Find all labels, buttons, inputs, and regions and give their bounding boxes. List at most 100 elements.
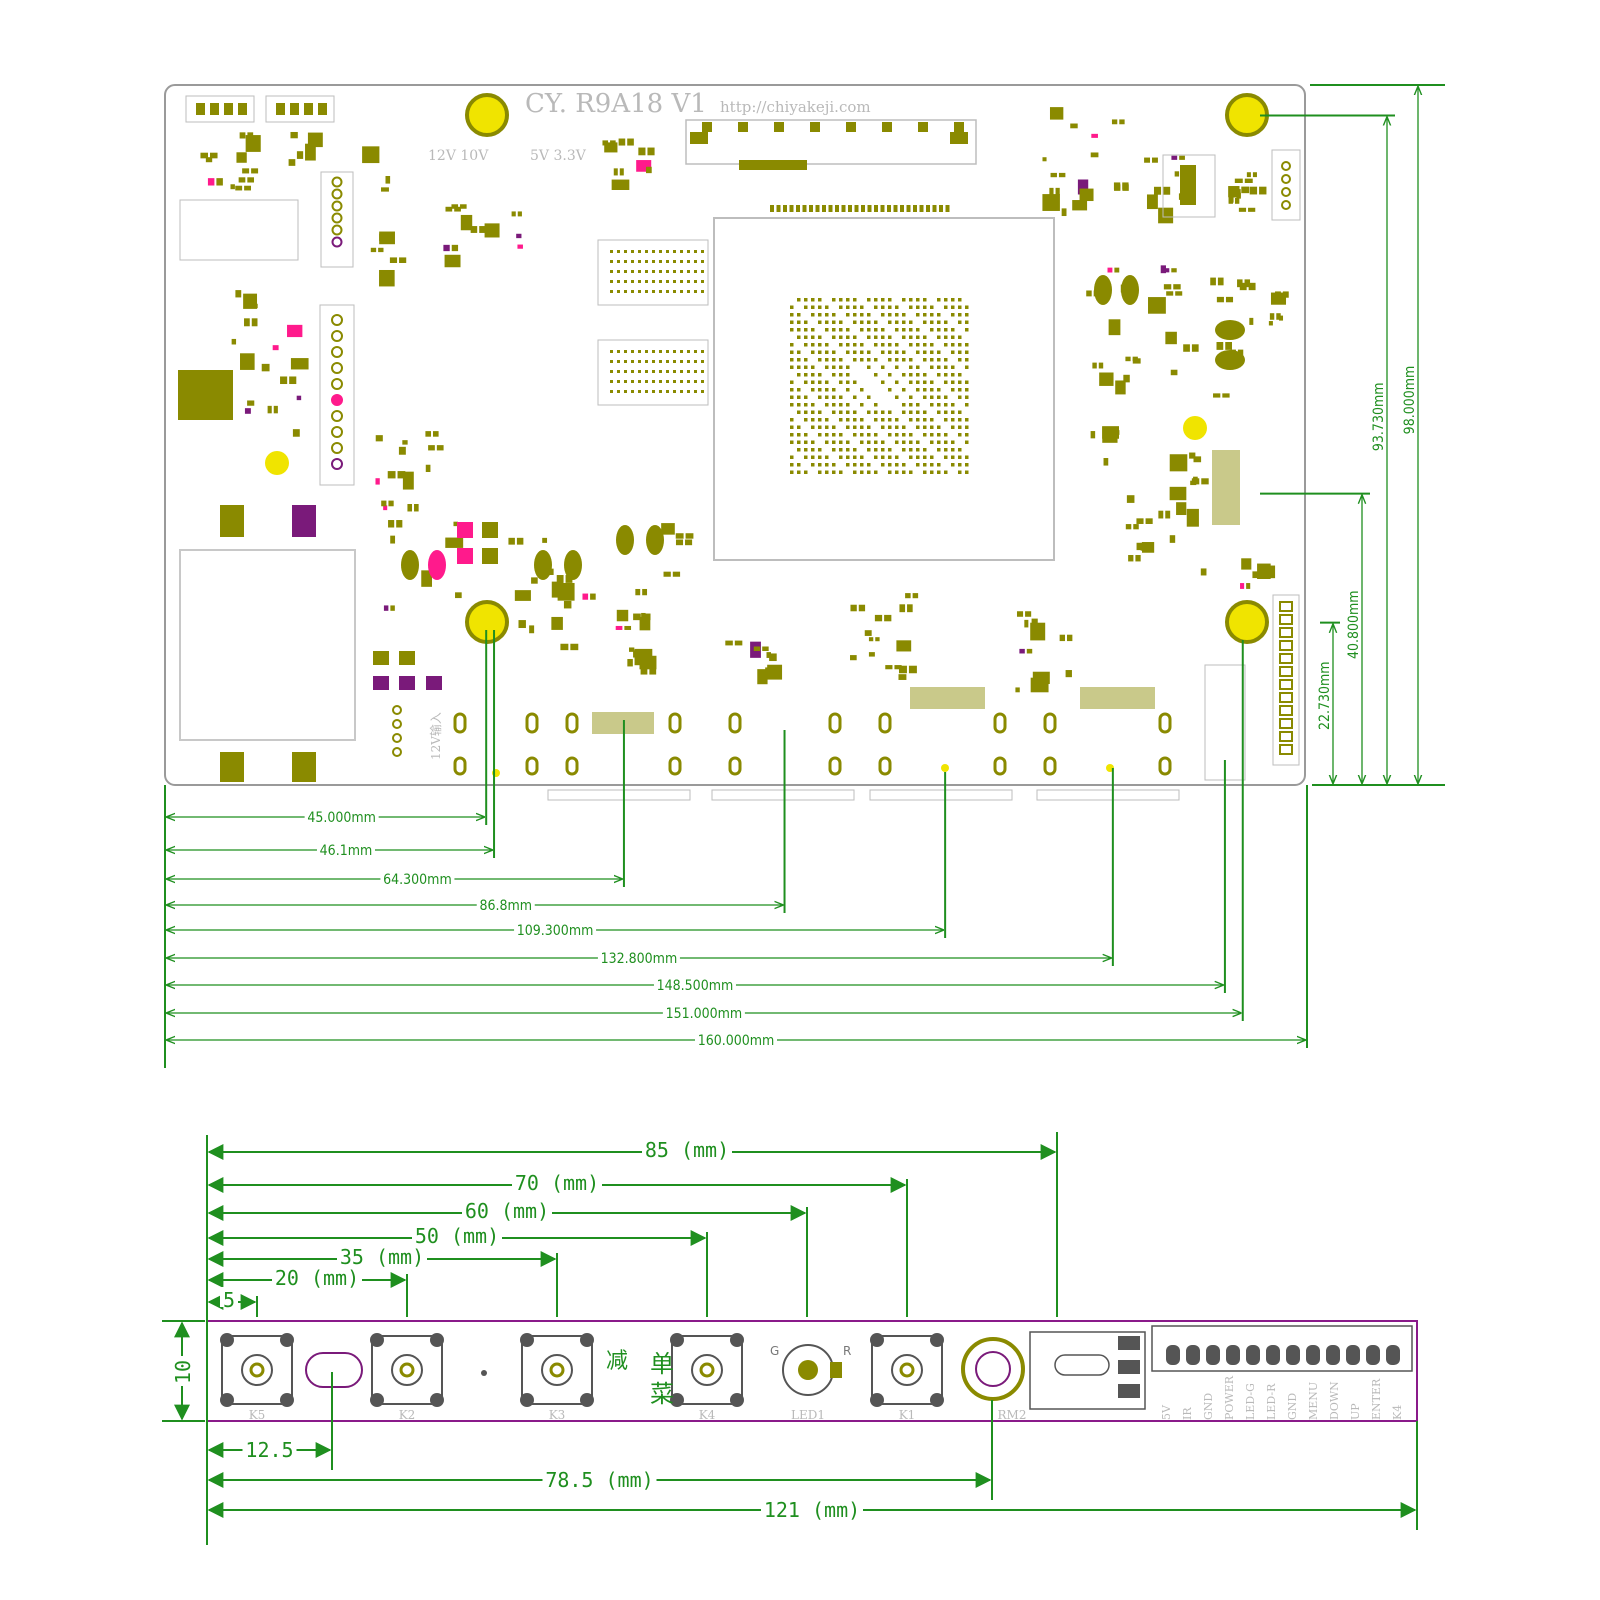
bga-ball <box>930 455 934 459</box>
smd-pad <box>1166 291 1174 296</box>
bga-ball <box>804 358 808 362</box>
memory-ball <box>638 280 641 283</box>
bga-ball <box>832 440 836 444</box>
connector-pin <box>919 205 924 212</box>
pin-label: LED-G <box>1244 1383 1257 1420</box>
smd-pad <box>769 653 777 662</box>
smd-pad <box>399 651 415 665</box>
bga-ball <box>958 358 962 362</box>
capacitor <box>428 550 446 580</box>
smd-pad <box>267 405 272 414</box>
bga-ball <box>853 448 857 452</box>
bga-ball <box>867 298 871 302</box>
memory-ball <box>638 390 641 393</box>
bga-ball <box>958 388 962 392</box>
smd-pad <box>1244 279 1251 288</box>
header-pin <box>318 103 327 115</box>
bga-ball <box>874 320 878 324</box>
bga-ball <box>874 335 878 339</box>
bga-ball <box>916 448 920 452</box>
right-fpc-contacts <box>1212 450 1240 525</box>
bga-ball <box>860 343 864 347</box>
memory-ball <box>638 370 641 373</box>
smd-pad <box>1025 611 1032 617</box>
bga-ball <box>937 403 941 407</box>
connector-slot <box>1054 1354 1110 1376</box>
switch-leg <box>670 1333 684 1347</box>
smd-pad <box>373 651 389 665</box>
smd-pad <box>385 175 391 184</box>
memory-ball <box>631 360 634 363</box>
memory-ball <box>680 260 683 263</box>
bga-ball <box>965 418 969 422</box>
dim-label-bg <box>304 807 379 823</box>
smd-pad <box>898 674 907 680</box>
connector-pin <box>880 205 885 212</box>
smd-pad <box>379 269 395 287</box>
smd-pad <box>1268 321 1273 326</box>
bga-ball <box>867 358 871 362</box>
connector-pin <box>932 205 937 212</box>
capacitor <box>401 550 419 580</box>
smd-pad <box>908 665 917 674</box>
bga-ball <box>790 440 794 444</box>
bga-ball <box>958 335 962 339</box>
dim-label: 132.800mm <box>601 951 678 967</box>
smd-pad <box>1090 431 1096 439</box>
memory-ball <box>624 390 627 393</box>
memory-ball <box>610 280 613 283</box>
memory-ball <box>652 270 655 273</box>
smd-pad <box>1249 317 1254 325</box>
memory-ball <box>624 270 627 273</box>
bga-ball <box>825 380 829 384</box>
bga-ball <box>881 313 885 317</box>
bga-ball <box>909 455 913 459</box>
bga-ball <box>958 418 962 422</box>
switch-leg <box>280 1333 294 1347</box>
header-pad <box>1226 1345 1240 1365</box>
bga-ball <box>895 418 899 422</box>
connector-pin <box>822 205 826 212</box>
smd-pad <box>766 652 771 658</box>
bga-ball <box>790 395 794 399</box>
bga-ball <box>965 350 969 354</box>
memory-ball <box>659 390 662 393</box>
smd-pad <box>868 637 874 642</box>
strip-pin <box>1279 653 1293 664</box>
bga-ball <box>944 410 948 414</box>
connector-outline <box>869 789 1013 801</box>
connector-pin <box>770 205 774 212</box>
bga-ball <box>944 395 948 399</box>
switch-leg <box>870 1333 884 1347</box>
bga-ball <box>853 470 857 474</box>
bga-ball <box>839 320 843 324</box>
memory-ball <box>666 370 669 373</box>
smd-pad <box>542 537 548 543</box>
memory-ball <box>701 360 704 363</box>
bga-ball <box>811 463 815 467</box>
strip-pin <box>1279 744 1293 755</box>
bga-ball <box>944 335 948 339</box>
bga-ball <box>909 305 913 309</box>
led-r-label: R <box>843 1344 851 1358</box>
bga-ball <box>790 305 794 309</box>
smd-pad <box>425 464 431 473</box>
bga-ball <box>818 388 822 392</box>
smd-pad <box>898 665 907 674</box>
bga-ball <box>881 343 885 347</box>
smd-pad <box>1210 277 1216 286</box>
bga-ball <box>916 380 920 384</box>
component-label: K2 <box>399 1408 416 1422</box>
memory-ball <box>610 360 613 363</box>
switch-center <box>699 1362 715 1378</box>
smd-pad <box>388 500 394 507</box>
smd-pad <box>734 640 743 646</box>
bga-ball <box>867 365 871 369</box>
strip-pin <box>1279 614 1293 625</box>
smd-pad <box>1107 267 1113 273</box>
connector-pin <box>776 205 781 212</box>
bga-ball <box>860 388 864 392</box>
slot-hole <box>305 1352 363 1388</box>
memory-ball <box>617 250 620 253</box>
via-dot <box>481 1370 487 1376</box>
